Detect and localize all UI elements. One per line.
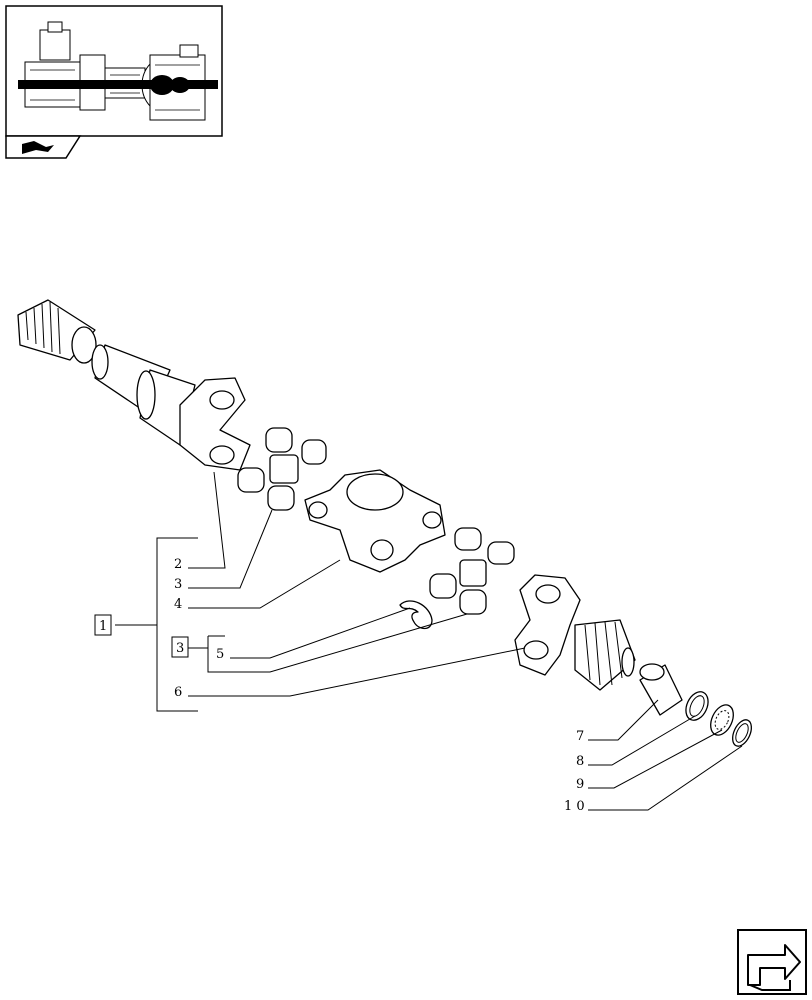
- callout-1-box[interactable]: [94, 614, 112, 636]
- callout-6[interactable]: 6: [174, 685, 182, 700]
- shaft-yoke: [179, 377, 251, 471]
- callout-9[interactable]: 9: [576, 777, 584, 792]
- exploded-view: [17, 299, 753, 747]
- callout-4[interactable]: 4: [174, 597, 182, 612]
- axle-tab-icon[interactable]: [5, 135, 82, 159]
- assembly-thumbnail[interactable]: [5, 5, 223, 137]
- callout-2[interactable]: 2: [174, 557, 182, 572]
- splined-shaft-end: [17, 299, 97, 364]
- callout-1[interactable]: 1: [99, 619, 107, 634]
- bushing: [639, 663, 683, 716]
- callout-3[interactable]: 3: [174, 577, 182, 592]
- ring: [685, 691, 709, 721]
- callout-5[interactable]: 5: [216, 647, 224, 662]
- output-yoke: [514, 574, 636, 691]
- next-page-arrow-icon[interactable]: [737, 929, 807, 995]
- callout-8[interactable]: 8: [576, 754, 584, 769]
- callout-labels: 1 2 3 4 3 5 6 7 8 9 1 0: [94, 557, 585, 814]
- callout-3-box[interactable]: [171, 636, 189, 658]
- callout-10[interactable]: 1 0: [564, 799, 585, 814]
- callout-7[interactable]: 7: [576, 729, 584, 744]
- universal-joint-cross-1: [237, 427, 327, 511]
- universal-joint-cross-2: [429, 527, 515, 615]
- callout-3-sub[interactable]: 3: [176, 641, 184, 656]
- circlip: [731, 719, 753, 747]
- center-coupling-housing: [304, 469, 446, 573]
- toothed-washer: [710, 704, 734, 736]
- leader-lines: [115, 471, 743, 811]
- snap-ring: [399, 600, 433, 630]
